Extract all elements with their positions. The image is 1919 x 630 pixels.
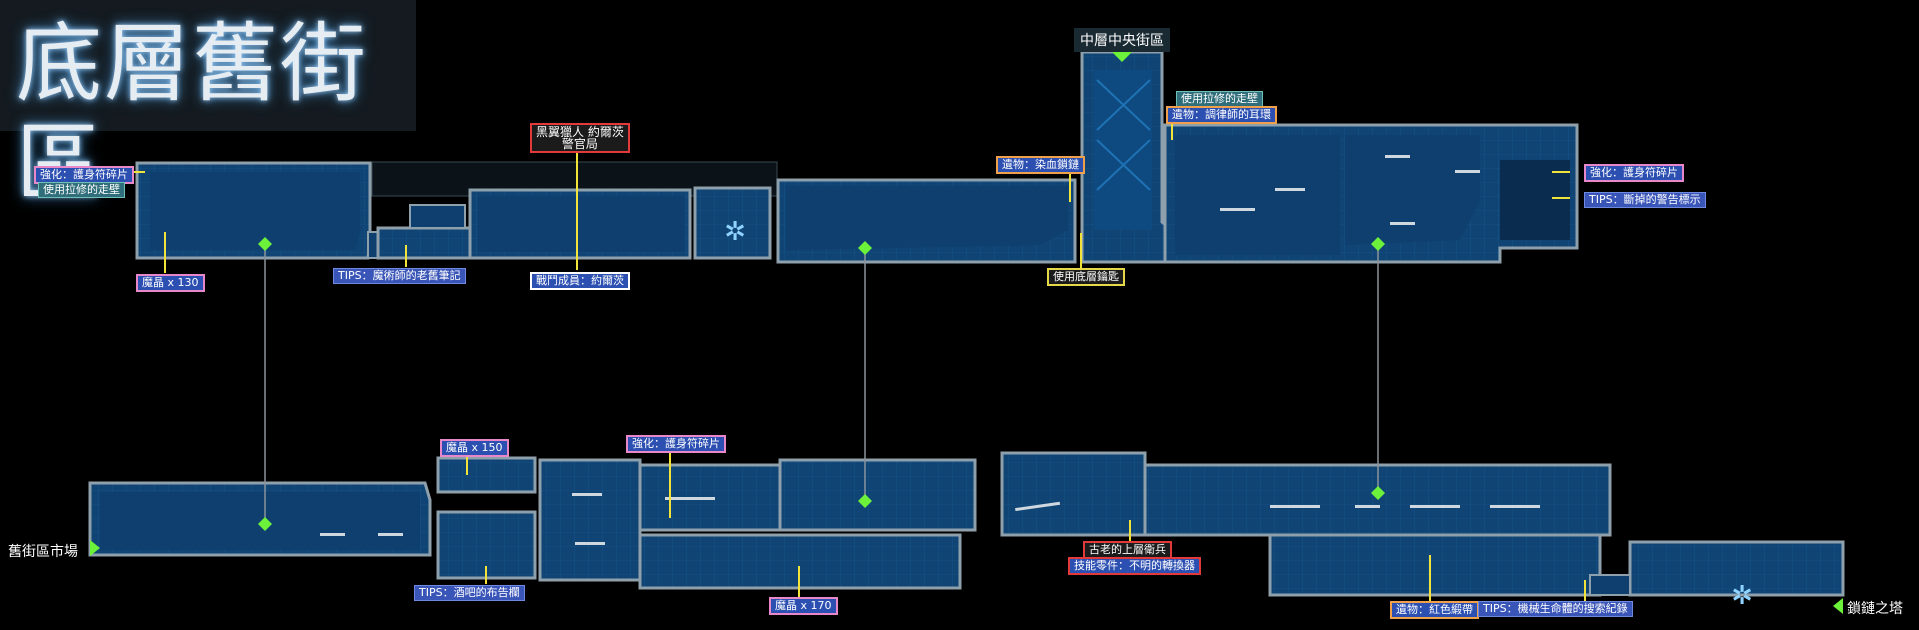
label-enh1: 強化：護身符碎片 [34, 166, 134, 184]
top-middle-room [776, 178, 1077, 264]
svg-text:✲: ✲ [724, 217, 746, 247]
label-relic-blood: 遺物：染血鎖鏈 [996, 156, 1085, 174]
vertical-connectors [264, 245, 1379, 525]
boss-label: 黑翼獵人 約爾茨 警官局 [530, 123, 630, 153]
bottom-right-rooms: ✲ [1000, 451, 1845, 611]
bottom-left-room [88, 481, 432, 557]
area-label-right: 鎖鏈之塔 [1847, 601, 1903, 617]
label-tips-mech: TIPS：機械生命體的搜索紀錄 [1478, 601, 1633, 617]
area-label-left: 舊街區市場 [8, 544, 78, 560]
top-tower [1080, 50, 1177, 264]
top-right-room [1163, 123, 1579, 264]
label-wall2: 使用拉修的走壁 [1176, 91, 1263, 107]
label-fighter: 戰鬥成員：約爾茨 [530, 272, 630, 290]
label-relic-tuner: 遺物：調律師的耳環 [1166, 106, 1277, 124]
label-wall1: 使用拉修的走壁 [38, 182, 125, 198]
label-tips-mage: TIPS：魔術師的老舊筆記 [333, 268, 466, 284]
map-title: 底層舊街區 [16, 14, 368, 214]
boss-subtitle: 警官局 [561, 137, 598, 151]
label-magic130: 魔晶 x 130 [136, 274, 205, 292]
pointer-lines [130, 118, 1586, 603]
label-enh3: 強化：護身符碎片 [626, 435, 726, 453]
label-skill-part: 技能零件：不明的轉換器 [1068, 557, 1201, 575]
top-boss-room [371, 161, 778, 260]
label-relic-red: 遺物：紅色緞帶 [1390, 601, 1479, 619]
top-corridor-1 [367, 204, 472, 260]
label-magic150: 魔晶 x 150 [440, 439, 509, 457]
top-small-room: ✲ [693, 186, 772, 260]
label-tips-warn: TIPS：斷掉的警告標示 [1584, 192, 1706, 208]
label-use-bottom-key: 使用底層鑰匙 [1047, 268, 1125, 286]
area-label-top: 中層中央街區 [1074, 28, 1170, 52]
save-points [90, 52, 1843, 614]
svg-text:✲: ✲ [1731, 581, 1753, 611]
label-magic170: 魔晶 x 170 [769, 597, 838, 615]
boss-name: 黑翼獵人 約爾茨 [536, 125, 624, 139]
label-tips-bar: TIPS：酒吧的布告欄 [414, 585, 525, 601]
label-enh2: 強化：護身符碎片 [1584, 164, 1684, 182]
title-panel: 底層舊街區 [0, 0, 416, 214]
bottom-middle-rooms [436, 456, 977, 590]
top-left-room [135, 161, 372, 260]
